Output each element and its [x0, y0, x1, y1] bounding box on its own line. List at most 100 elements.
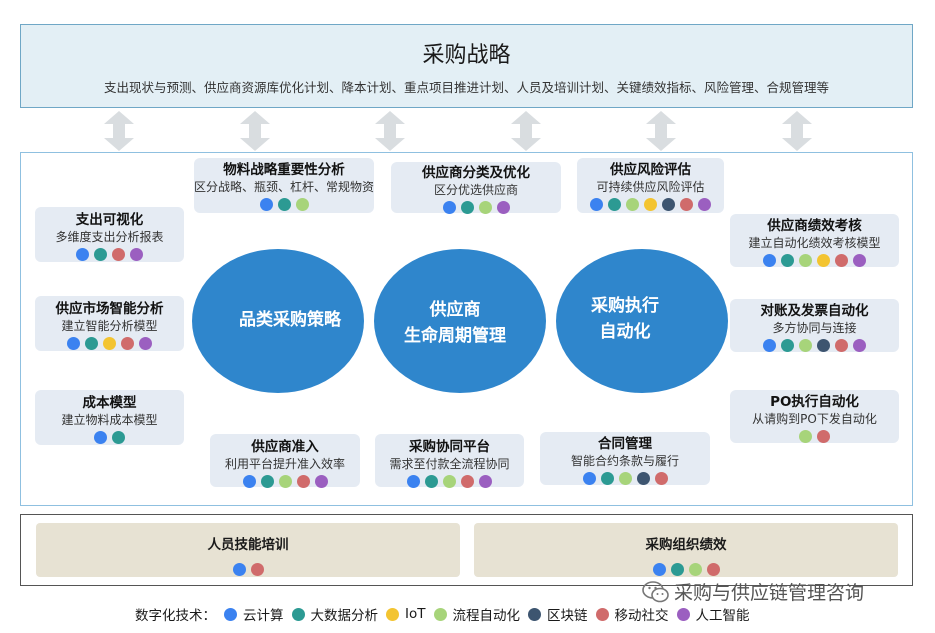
strategy-banner: 采购战略 支出现状与预测、供应商资源库优化计划、降本计划、重点项目推进计划、人员…	[20, 24, 913, 108]
legend-label: IoT	[405, 606, 426, 622]
card-subtitle: 需求至付款全流程协同	[389, 457, 510, 471]
circle-right-label-2: 自动化	[599, 322, 651, 342]
iot-tech-dot	[103, 337, 116, 350]
legend-item-ai: 人工智能	[676, 604, 750, 624]
social-tech-dot	[835, 254, 848, 267]
card-title: 供应商绩效考核	[767, 218, 862, 234]
ai-tech-dot	[139, 337, 152, 350]
legend-item-cloud: 云计算	[224, 604, 284, 624]
double-arrow-icon	[646, 111, 676, 151]
iot-tech-dot	[817, 254, 830, 267]
cloud-tech-dot	[259, 198, 273, 211]
card-subtitle: 利用平台提升准入效率	[224, 457, 345, 471]
cloud-tech-dot	[67, 337, 80, 350]
ai-tech-dot	[496, 201, 510, 214]
card-subtitle: 区分优选供应商	[433, 183, 518, 197]
tech-dots	[577, 198, 724, 211]
card-title: 支出可视化	[75, 212, 144, 228]
legend-label: 大数据分析	[310, 608, 379, 624]
card-subtitle: 多方协同与连接	[772, 321, 857, 335]
legend-item-rpa: 流程自动化	[433, 604, 521, 624]
social-tech-dot	[112, 248, 125, 261]
strategy-description: 支出现状与预测、供应商资源库优化计划、降本计划、重点项目推进计划、人员及培训计划…	[103, 80, 829, 95]
rpa-tech-dot	[799, 430, 812, 443]
card-subtitle: 智能合约条款与履行	[570, 454, 679, 468]
card-collaboration-platform: 采购协同平台 需求至付款全流程协同	[375, 434, 524, 488]
card-supplier-admission: 供应商准入 利用平台提升准入效率	[210, 434, 360, 488]
bigdata-tech-dot	[608, 198, 621, 211]
double-arrow-icon	[511, 111, 541, 151]
social-tech-dot	[817, 430, 830, 443]
cloud-tech-dot	[94, 431, 107, 444]
card-title: 供应风险评估	[610, 162, 691, 178]
tile-title: 采购组织绩效	[645, 537, 727, 553]
cloud-tech-dot	[407, 475, 420, 488]
circle-right-label-1: 采购执行	[591, 296, 659, 316]
card-title: PO执行自动化	[770, 394, 859, 410]
ai-tech-dot	[676, 607, 690, 621]
blockchain-tech-dot	[817, 339, 830, 352]
double-arrow-icon	[782, 111, 812, 151]
card-spend-visibility: 支出可视化 多维度支出分析报表	[35, 207, 184, 262]
cloud-tech-dot	[224, 607, 237, 621]
tech-dots	[210, 475, 360, 488]
rpa-tech-dot	[799, 254, 812, 267]
card-contract-management: 合同管理 智能合约条款与履行	[540, 432, 710, 485]
rpa-tech-dot	[688, 563, 702, 576]
bigdata-tech-dot	[781, 339, 794, 352]
ai-tech-dot	[130, 248, 143, 261]
venn-diagram	[192, 249, 728, 393]
cloud-tech-dot	[763, 339, 776, 352]
double-arrow-icon	[240, 111, 270, 151]
card-title: 供应商分类及优化	[422, 165, 530, 181]
double-arrow-icon	[104, 111, 134, 151]
iot-tech-dot	[386, 607, 399, 621]
social-tech-dot	[706, 563, 720, 576]
rpa-tech-dot	[443, 475, 456, 488]
card-title: 采购协同平台	[409, 439, 490, 455]
ai-tech-dot	[853, 339, 866, 352]
tech-dots	[391, 201, 561, 214]
tile-staff-training: 人员技能培训	[36, 523, 460, 577]
tech-dots	[375, 475, 524, 488]
social-tech-dot	[835, 339, 848, 352]
bigdata-tech-dot	[260, 475, 274, 488]
legend-item-blockchain: 区块链	[528, 604, 588, 624]
cloud-tech-dot	[763, 254, 776, 267]
card-title: 供应市场智能分析	[55, 301, 164, 317]
card-title: 成本模型	[82, 395, 137, 411]
wechat-icon	[642, 580, 669, 602]
cloud-tech-dot	[582, 472, 596, 485]
cloud-tech-dot	[76, 248, 89, 261]
bigdata-tech-dot	[425, 475, 438, 488]
card-subtitle: 建立智能分析模型	[61, 319, 158, 333]
rpa-tech-dot	[799, 339, 812, 352]
card-cost-model: 成本模型 建立物料成本模型	[35, 390, 184, 445]
social-tech-dot	[654, 472, 668, 485]
social-tech-dot	[121, 337, 134, 350]
circle-execution-automation	[556, 249, 728, 393]
tech-dots	[35, 431, 184, 444]
legend-label: 区块链	[547, 608, 588, 624]
social-tech-dot	[250, 563, 264, 576]
card-po-automation: PO执行自动化 从请购到PO下发自动化	[730, 390, 899, 443]
rpa-tech-dot	[278, 475, 292, 488]
cloud-tech-dot	[232, 563, 246, 576]
bigdata-tech-dot	[85, 337, 98, 350]
card-subtitle: 建立自动化绩效考核模型	[748, 236, 881, 250]
tech-dots	[540, 472, 710, 485]
legend-label: 流程自动化	[452, 608, 521, 624]
tech-dots	[730, 430, 899, 443]
rpa-tech-dot	[478, 201, 492, 214]
strategy-title: 采购战略	[422, 43, 511, 68]
ai-tech-dot	[853, 254, 866, 267]
rpa-tech-dot	[618, 472, 632, 485]
rpa-tech-dot	[433, 607, 447, 621]
legend-item-bigdata: 大数据分析	[291, 604, 379, 624]
cloud-tech-dot	[652, 563, 666, 576]
tech-dots	[730, 254, 899, 267]
cloud-tech-dot	[442, 201, 456, 214]
card-material-importance: 物料战略重要性分析 区分战略、瓶颈、杠杆、常规物资	[194, 158, 374, 213]
tech-dots	[730, 339, 899, 352]
